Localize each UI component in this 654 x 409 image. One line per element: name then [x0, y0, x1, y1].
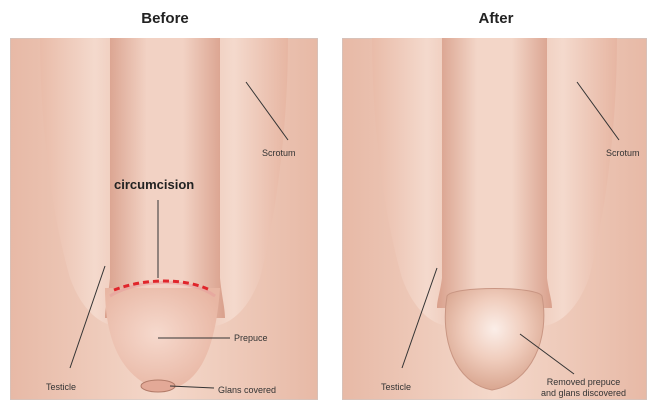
before-title: Before: [105, 10, 225, 27]
before-illustration: [10, 38, 318, 400]
after-testicle-label: Testicle: [381, 382, 411, 393]
after-title: After: [436, 10, 556, 27]
after-illustration: [342, 38, 647, 400]
after-scrotum-label: Scrotum: [606, 148, 640, 159]
result-label: Removed prepuce and glans discovered: [541, 377, 626, 399]
glans-covered-label: Glans covered: [218, 385, 276, 396]
result-label-line-1: Removed prepuce: [541, 377, 626, 388]
before-testicle-label: Testicle: [46, 382, 76, 393]
glans-opening: [141, 380, 175, 392]
circumcision-label: circumcision: [114, 179, 194, 190]
prepuce-label: Prepuce: [234, 333, 268, 344]
before-scrotum-label: Scrotum: [262, 148, 296, 159]
shaft: [437, 38, 552, 308]
result-label-line-2: and glans discovered: [541, 388, 626, 399]
